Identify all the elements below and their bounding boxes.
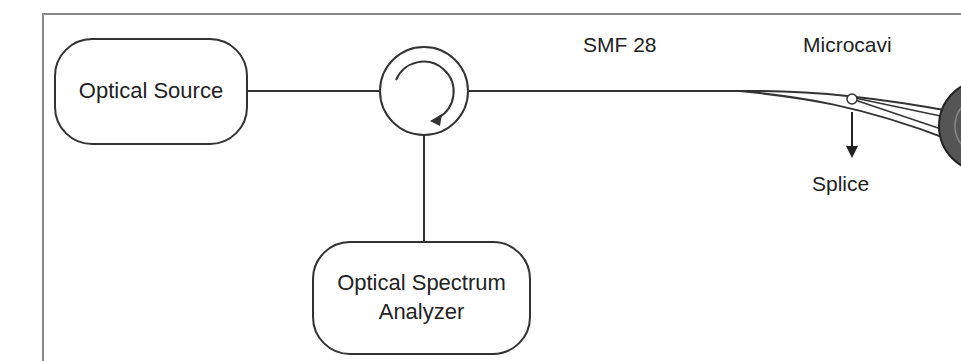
fiber [468, 91, 955, 140]
part-label: Microcavi [803, 33, 892, 56]
box-text: Optical Spectrum Analyzer [314, 269, 529, 326]
splice-point [847, 94, 857, 104]
splice-arrow [846, 112, 858, 158]
box-text: Optical Source [63, 77, 239, 106]
microcavity-sphere [939, 80, 961, 172]
circulator-symbol [380, 47, 468, 135]
instrument-box: Optical Source [54, 38, 248, 145]
fiber-label: SMF 28 [583, 33, 657, 56]
part-label: Splice [812, 172, 869, 195]
frame [43, 14, 961, 361]
instrument-box: Optical Spectrum Analyzer [312, 241, 531, 355]
